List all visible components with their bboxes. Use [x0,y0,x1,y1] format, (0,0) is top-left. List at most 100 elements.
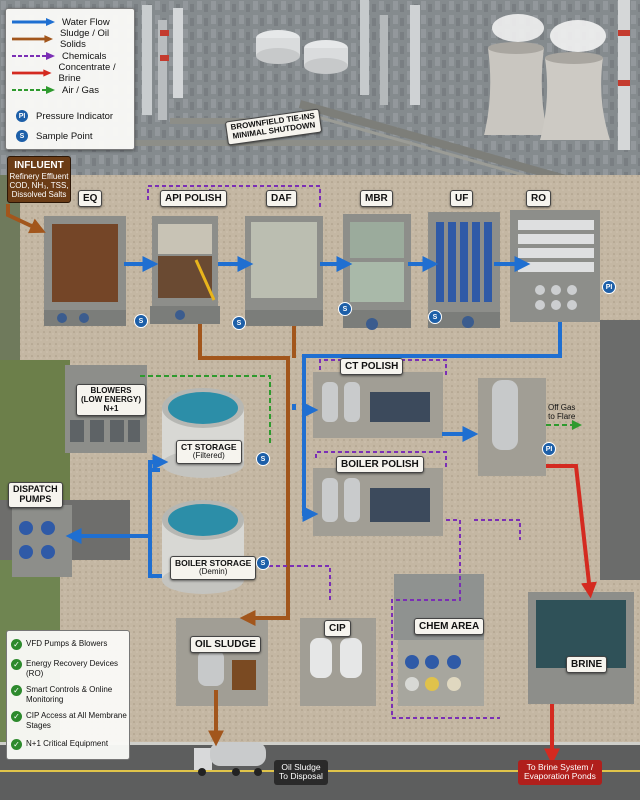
legend-label: Sludge / Oil Solids [59,28,110,50]
dispatch-pumps-label: DISPATCH PUMPS [8,482,63,508]
legend-sample-point: S Sample Point [12,129,93,143]
benefits-panel: ✓ VFD Pumps & Blowers ✓ Energy Recovery De… [6,630,130,760]
legend-label: Water Flow [62,16,110,28]
oil-sludge-skid [176,618,268,706]
sample-point-icon: S [428,310,442,324]
air-lines [140,375,582,446]
uf-label: UF [450,190,474,207]
degasser-vessel [478,378,546,476]
boiler-storage-label: BOILER STORAGE (Demin) [170,556,257,581]
boiler-polish-skid [313,468,443,536]
dispatch-pumps-unit [12,505,72,577]
brine-disposal-line1: To Brine System / [526,762,594,772]
pressure-indicator-icon: PI [542,442,556,456]
cip-label: CIP [324,620,351,637]
oil-disposal-line2: To Disposal [279,771,323,782]
legend-label: Chemicals [62,50,107,62]
oil-disposal-line1: Oil Sludge [281,762,321,772]
oil-disposal-note: Oil Sludge To Disposal [274,760,328,785]
pressure-indicator-icon: PI [16,110,28,122]
sludge-lines [6,204,296,747]
benefit-text: Smart Controls & Online Monitoring [26,685,113,704]
check-icon: ✓ [11,739,22,750]
benefit-item: ✓ CIP Access at All Membrane Stages [11,711,127,730]
chemicals-swatch [12,52,55,60]
daf-unit [245,216,323,326]
brine-disposal-line2: Evaporation Ponds [524,771,596,782]
boiler-polish-label: BOILER POLISH [336,456,424,473]
daf-label: DAF [266,190,297,207]
blowers-line2: (LOW ENERGY) [81,394,141,404]
boiler-storage-sub: (Demin) [198,567,228,577]
pressure-indicator-icon: PI [602,280,616,294]
brine-pond [528,592,634,704]
brine-label: BRINE [566,656,608,673]
brine-disposal-note: To Brine System / Evaporation Ponds [518,760,602,785]
legend-sludge: Sludge / Oil Solids [12,28,134,50]
uf-unit [428,212,500,328]
benefit-text: VFD Pumps & Blowers [26,639,108,648]
benefit-item: ✓ N+1 Critical Equipment [11,739,127,750]
benefit-text: Energy Recovery Devices (RO) [26,659,119,678]
legend-pressure-indicator: PI Pressure Indicator [12,109,113,123]
benefit-item: ✓ VFD Pumps & Blowers [11,639,127,650]
oil-sludge-label: OIL SLUDGE [190,636,261,653]
mbr-unit [343,214,411,330]
api-polish-label: API POLISH [160,190,227,207]
off-gas-line2: to Flare [548,411,576,421]
brine-swatch [12,69,52,77]
legend-label: Sample Point [36,130,93,142]
influent-line: COD, NH₃, TSS, [9,180,69,190]
legend-label: Pressure Indicator [36,110,114,122]
blowers-label: BLOWERS (LOW ENERGY) N+1 [76,384,146,417]
legend-chemicals: Chemicals [12,49,106,63]
check-icon: ✓ [11,659,22,670]
benefit-text: CIP Access at All Membrane Stages [26,711,127,730]
off-gas-line1: Off Gas [548,403,576,412]
water-flow-swatch [12,18,55,26]
water-flow-lines [65,256,562,578]
sludge-swatch [12,35,54,43]
tanker-truck [194,742,266,776]
legend-label: Air / Gas [62,84,99,96]
influent-box: INFLUENT Refinery Effluent COD, NH₃, TSS… [7,156,71,203]
legend: Water Flow Sludge / Oil Solids Chemicals… [5,8,135,150]
dispatch-line1: DISPATCH [13,484,58,494]
ct-storage-tank [162,388,244,478]
benefit-item: ✓ Energy Recovery Devices (RO) [11,659,127,678]
legend-brine: Concentrate / Brine [12,62,134,84]
influent-title: INFLUENT [14,160,64,171]
blowers-line1: BLOWERS [90,386,132,395]
chem-area-label: CHEM AREA [414,618,485,635]
ct-storage-sub: (Filtered) [192,451,225,461]
mbr-label: MBR [360,190,393,207]
eq-label: EQ [78,190,103,207]
ct-polish-skid [313,372,443,438]
influent-line: Dissolved Salts [11,189,67,199]
ro-label: RO [526,190,551,207]
boiler-storage-title: BOILER STORAGE [175,558,252,568]
chem-area-building [394,574,484,706]
check-icon: ✓ [11,711,22,722]
off-gas-note: Off Gas to Flare [548,403,576,422]
ct-storage-title: CT STORAGE [181,442,237,452]
check-icon: ✓ [11,685,22,696]
legend-air: Air / Gas [12,83,99,97]
check-icon: ✓ [11,639,22,650]
dispatch-line2: PUMPS [19,493,52,504]
sample-point-icon: S [256,452,270,466]
benefit-text: N+1 Critical Equipment [26,739,109,748]
sample-point-icon: S [134,314,148,328]
ct-storage-label: CT STORAGE (Filtered) [176,440,242,465]
benefit-item: ✓ Smart Controls & Online Monitoring [11,685,127,704]
sample-point-icon: S [338,302,352,316]
sample-point-icon: S [232,316,246,330]
blowers-line3: N+1 [103,403,119,413]
eq-basin [44,216,126,326]
sample-point-icon: S [16,130,28,142]
influent-line: Refinery Effluent [9,171,69,181]
legend-water-flow: Water Flow [12,15,110,29]
sample-point-icon: S [256,556,270,570]
legend-label: Concentrate / Brine [58,62,116,84]
api-unit [150,216,220,324]
